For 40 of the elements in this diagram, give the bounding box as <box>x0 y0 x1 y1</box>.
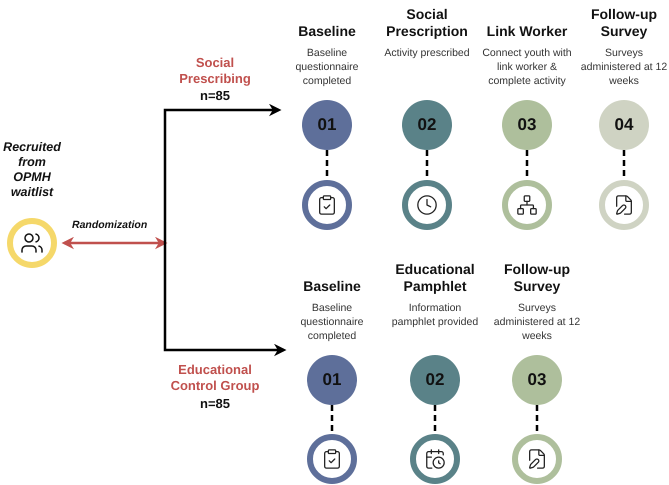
dashed-connector <box>330 405 334 434</box>
step-number-circle: 01 <box>302 100 352 150</box>
step-description: Connect youth with link worker & complete activity <box>481 46 573 88</box>
step-number-circle: 02 <box>410 355 460 405</box>
icon-ring <box>307 434 357 484</box>
edge-label: Randomization <box>72 219 148 231</box>
step-number-circle: 04 <box>599 100 649 150</box>
icon-ring <box>402 180 452 230</box>
sample-size: n=85 <box>199 88 231 104</box>
step-title: Follow-up Survey <box>590 6 658 40</box>
icon-ring <box>410 434 460 484</box>
step-title: Social Prescription <box>385 6 469 40</box>
icon-ring <box>302 180 352 230</box>
group-name: Social Prescribing <box>178 55 252 87</box>
caption-text: Recruited from OPMH waitlist <box>2 140 62 200</box>
group-name: Educational Control Group <box>170 362 260 394</box>
icon-ring <box>599 180 649 230</box>
arrow <box>62 236 168 250</box>
step-title: Baseline <box>303 278 361 295</box>
step-number-circle: 03 <box>502 100 552 150</box>
step-description: Baseline questionnaire completed <box>294 46 360 88</box>
step-title: Link Worker <box>486 23 568 40</box>
sample-size: n=85 <box>199 396 231 412</box>
step-number-circle: 02 <box>402 100 452 150</box>
step-title: Follow-up Survey <box>502 261 572 295</box>
arrow <box>164 104 282 243</box>
step-description: Information pamphlet provided <box>390 301 480 329</box>
icon-ring <box>502 180 552 230</box>
step-title: Baseline <box>298 23 356 40</box>
step-description: Activity prescribed <box>384 46 470 60</box>
step-number-circle: 03 <box>512 355 562 405</box>
step-description: Baseline questionnaire completed <box>299 301 365 343</box>
step-description: Surveys administered at 12 weeks <box>580 46 668 88</box>
dashed-connector <box>536 405 538 434</box>
arrow <box>164 243 286 356</box>
dashed-connector <box>434 405 436 434</box>
icon-ring <box>512 434 562 484</box>
step-description: Surveys administered at 12 weeks <box>492 301 582 343</box>
step-number-circle: 01 <box>307 355 357 405</box>
step-title: Educational Pamphlet <box>394 261 476 295</box>
